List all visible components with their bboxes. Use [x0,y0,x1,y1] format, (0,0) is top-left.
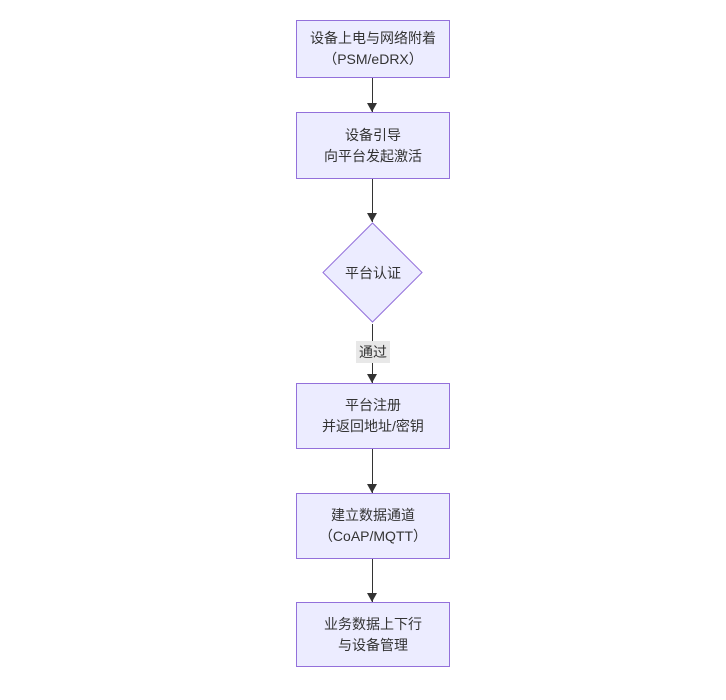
node-text-line: （PSM/eDRX） [323,51,423,67]
node-text-line: （CoAP/MQTT） [318,528,428,544]
node-text-line: 建立数据通道 [331,507,415,523]
flow-arrow-5 [367,559,377,602]
node-business-data: 业务数据上下行 与设备管理 [296,602,450,667]
flow-arrow-2 [367,179,377,222]
node-text-line: 并返回地址/密钥 [322,418,424,434]
node-data-channel: 建立数据通道 （CoAP/MQTT） [296,493,450,559]
node-text-line: 设备上电与网络附着 [310,30,436,46]
node-platform-auth-decision: 平台认证 [322,222,424,324]
flow-arrow-1 [367,78,377,112]
node-device-bootstrap: 设备引导 向平台发起激活 [296,112,450,179]
node-text-line: 设备引导 [345,126,401,143]
node-text-line: 平台认证 [345,265,401,281]
node-text-line: 向平台发起激活 [324,147,422,164]
node-text-line: 平台注册 [345,397,401,413]
node-platform-register: 平台注册 并返回地址/密钥 [296,383,450,449]
node-text-line: 业务数据上下行 [324,615,422,632]
node-device-power-attach: 设备上电与网络附着 （PSM/eDRX） [296,20,450,78]
flow-arrow-4 [367,449,377,493]
node-text-line: 与设备管理 [338,636,408,653]
edge-label-pass: 通过 [356,341,390,363]
